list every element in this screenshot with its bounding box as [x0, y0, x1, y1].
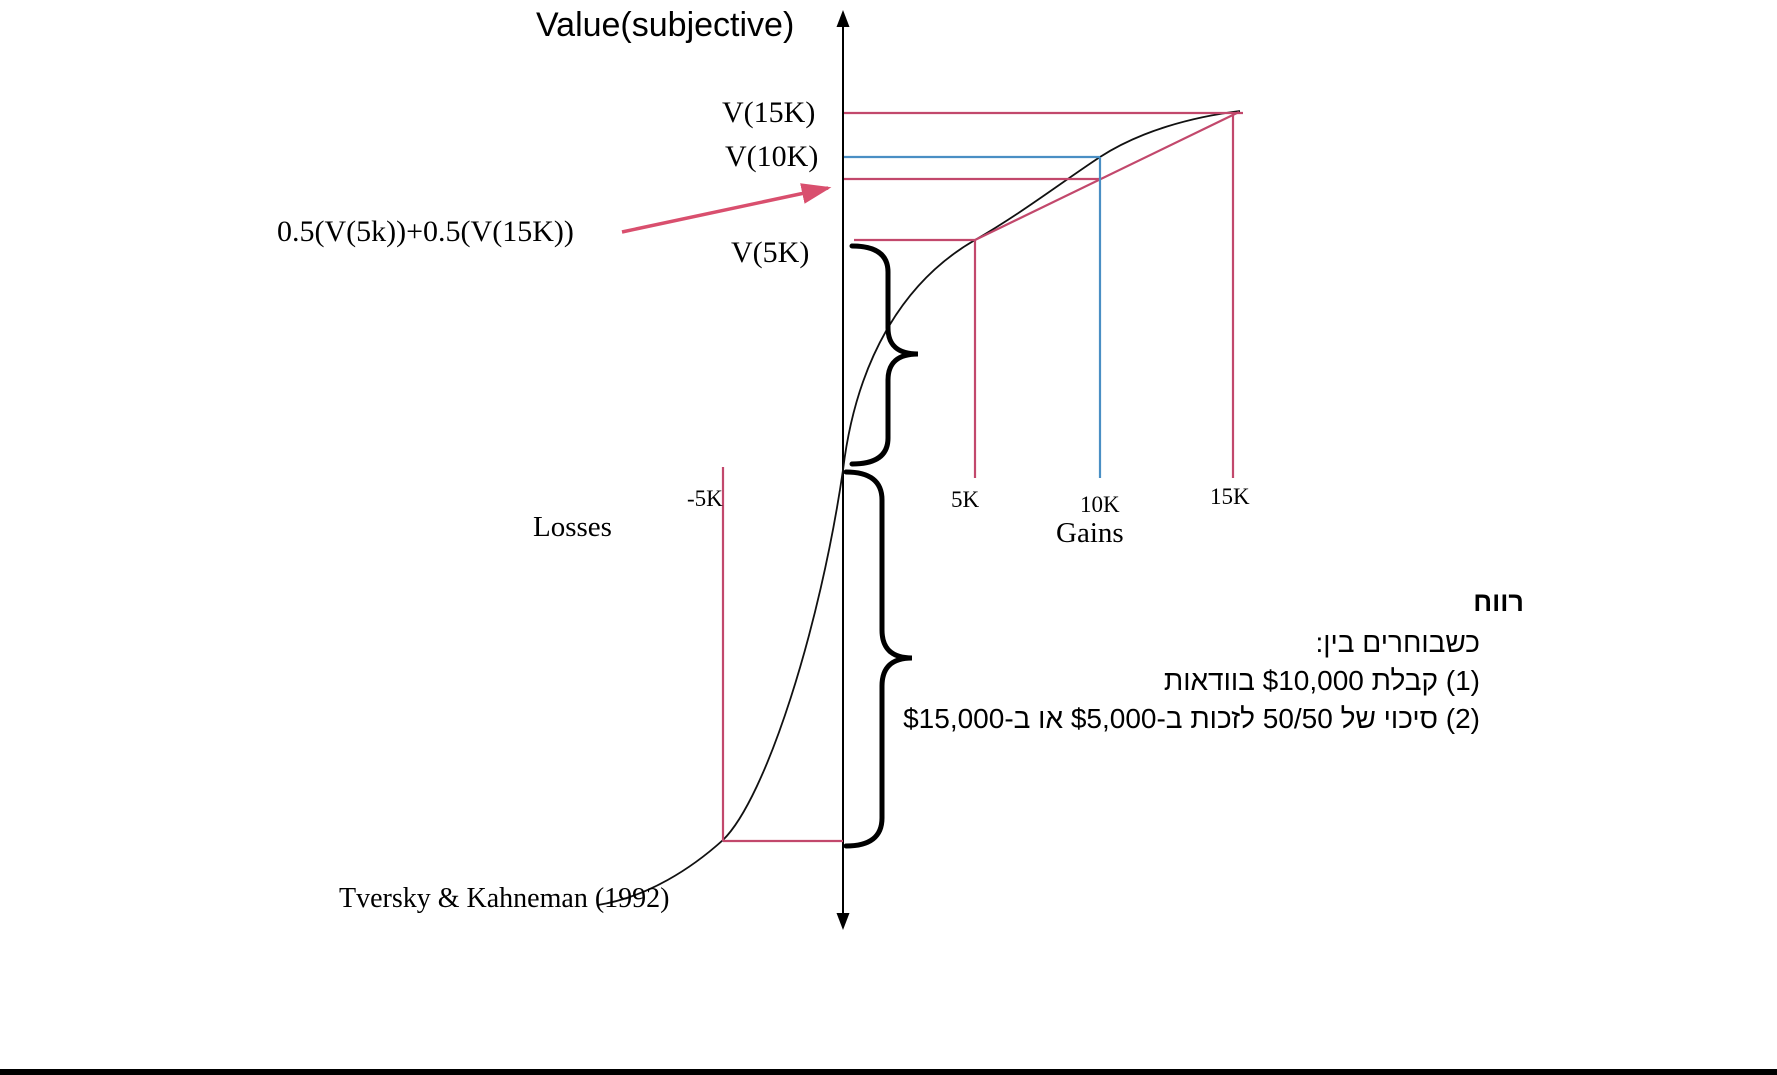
- hebrew-option-1: (1) קבלת $10,000 בוודאות: [1163, 665, 1480, 696]
- source-citation: Tversky & Kahneman (1992): [339, 883, 670, 914]
- tick-label-5k: 5K: [951, 487, 980, 512]
- v10k-label: V(10K): [725, 140, 819, 173]
- expected-value-arrow-icon: [621, 183, 832, 234]
- tick-label-15k: 15K: [1210, 484, 1250, 509]
- expected-value-formula: 0.5(V(5k))+0.5(V(15K)): [277, 215, 574, 248]
- axis-arrow-top-icon: [836, 10, 850, 27]
- gains-axis-label: Gains: [1056, 517, 1124, 549]
- v5k-label: V(5K): [731, 236, 810, 269]
- hebrew-choice-intro: כשבוחרים בין:: [1315, 627, 1480, 658]
- page-title: Value(subjective): [536, 6, 795, 44]
- hebrew-heading-gain: רווח: [1473, 587, 1524, 617]
- hebrew-option-2: (2) סיכוי של 50/50 לזכות ב-$5,000 או ב-$…: [903, 703, 1480, 734]
- tick-label-10k: 10K: [1080, 492, 1120, 517]
- v15k-label: V(15K): [722, 96, 816, 129]
- axis-arrow-bottom-icon: [836, 913, 850, 930]
- loss-value-brace-icon: [843, 469, 913, 849]
- losses-axis-label: Losses: [533, 511, 612, 543]
- gamble-chord-line: [974, 111, 1240, 241]
- tick-label-neg-5k: -5K: [687, 486, 723, 511]
- gain-value-brace-icon: [849, 243, 919, 467]
